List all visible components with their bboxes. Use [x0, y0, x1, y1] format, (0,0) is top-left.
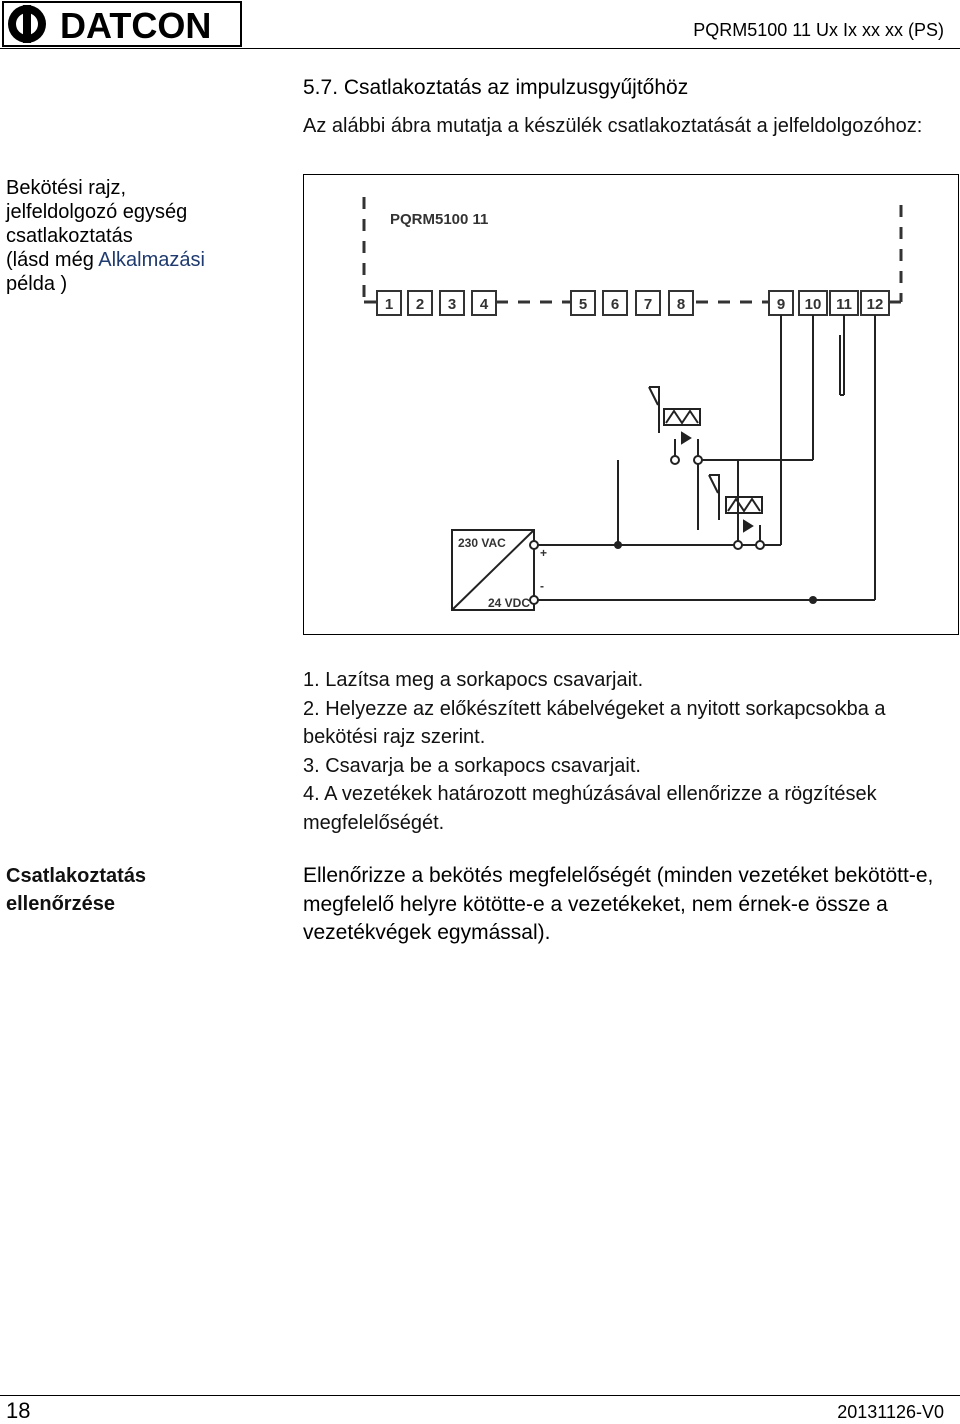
- svg-text:+: +: [540, 546, 547, 560]
- device-label: PQRM5100 11: [390, 211, 488, 228]
- terminal-6: 6: [602, 290, 628, 316]
- footer-divider: [0, 1395, 960, 1396]
- svg-text:3: 3: [448, 296, 456, 313]
- terminal-4: 4: [471, 290, 497, 316]
- terminal-3: 3: [439, 290, 465, 316]
- document-code: PQRM5100 11 Ux Ix xx xx (PS): [693, 20, 944, 40]
- datcon-logo: DATCON: [2, 1, 242, 47]
- installation-steps: 1. Lazítsa meg a sorkapocs csavarjait. 2…: [303, 666, 943, 837]
- wiring-diagram: PQRM5100 11 1 2 3 4 5 6 7 8 9 10 11 12: [303, 174, 959, 635]
- terminal-10: 10: [798, 290, 828, 316]
- terminal-9: 9: [768, 290, 794, 316]
- step-item: 4. A vezetékek határozott meghúzásával e…: [303, 783, 877, 834]
- terminal-2: 2: [407, 290, 433, 316]
- section-intro: Az alábbi ábra mutatja a készülék csatla…: [303, 115, 923, 137]
- logo-text: DATCON: [60, 5, 211, 46]
- connection-check-heading: Csatlakoztatás ellenőrzése: [6, 865, 147, 915]
- terminal-5: 5: [570, 290, 596, 316]
- device-outline: [362, 197, 903, 304]
- section-title: 5.7. Csatlakoztatás az impulzusgyűjtőhöz: [303, 76, 689, 99]
- terminal-11: 11: [829, 290, 859, 316]
- svg-text:10: 10: [805, 296, 822, 313]
- svg-text:230 VAC: 230 VAC: [458, 536, 506, 550]
- connection-check-text: Ellenőrizze a bekötés megfelelőségét (mi…: [303, 864, 934, 944]
- terminal-7: 7: [635, 290, 661, 316]
- svg-text:-: -: [540, 579, 544, 593]
- svg-text:24 VDC: 24 VDC: [488, 596, 530, 610]
- step-item: 2. Helyezze az előkészített kábelvégeket…: [303, 697, 886, 749]
- svg-text:9: 9: [777, 296, 785, 313]
- step-item: 3. Csavarja be a sorkapocs csavarjait.: [303, 754, 641, 777]
- svg-text:12: 12: [867, 296, 884, 313]
- header-divider: [0, 48, 960, 49]
- wiring-diagram-note: Bekötési rajz, jelfeldolgozó egység csat…: [6, 177, 205, 295]
- svg-text:11: 11: [836, 296, 852, 313]
- power-supply: 230 VAC 24 VDC + -: [451, 529, 547, 611]
- svg-text:4: 4: [480, 296, 489, 313]
- wires: [534, 315, 876, 601]
- step-item: 1. Lazítsa meg a sorkapocs csavarjait.: [303, 669, 644, 691]
- terminal-8: 8: [668, 290, 694, 316]
- svg-text:5: 5: [579, 296, 587, 313]
- svg-text:7: 7: [644, 296, 652, 313]
- svg-text:2: 2: [416, 296, 424, 313]
- pulse-relay-bottom: [708, 474, 763, 545]
- terminal-1: 1: [376, 290, 402, 316]
- svg-text:6: 6: [611, 296, 619, 313]
- terminal-12: 12: [860, 290, 890, 316]
- document-version: 20131126-V0: [837, 1402, 944, 1422]
- page-number: 18: [6, 1398, 31, 1423]
- svg-text:8: 8: [677, 296, 685, 313]
- pulse-relay-top: [648, 386, 701, 460]
- svg-text:1: 1: [385, 296, 393, 313]
